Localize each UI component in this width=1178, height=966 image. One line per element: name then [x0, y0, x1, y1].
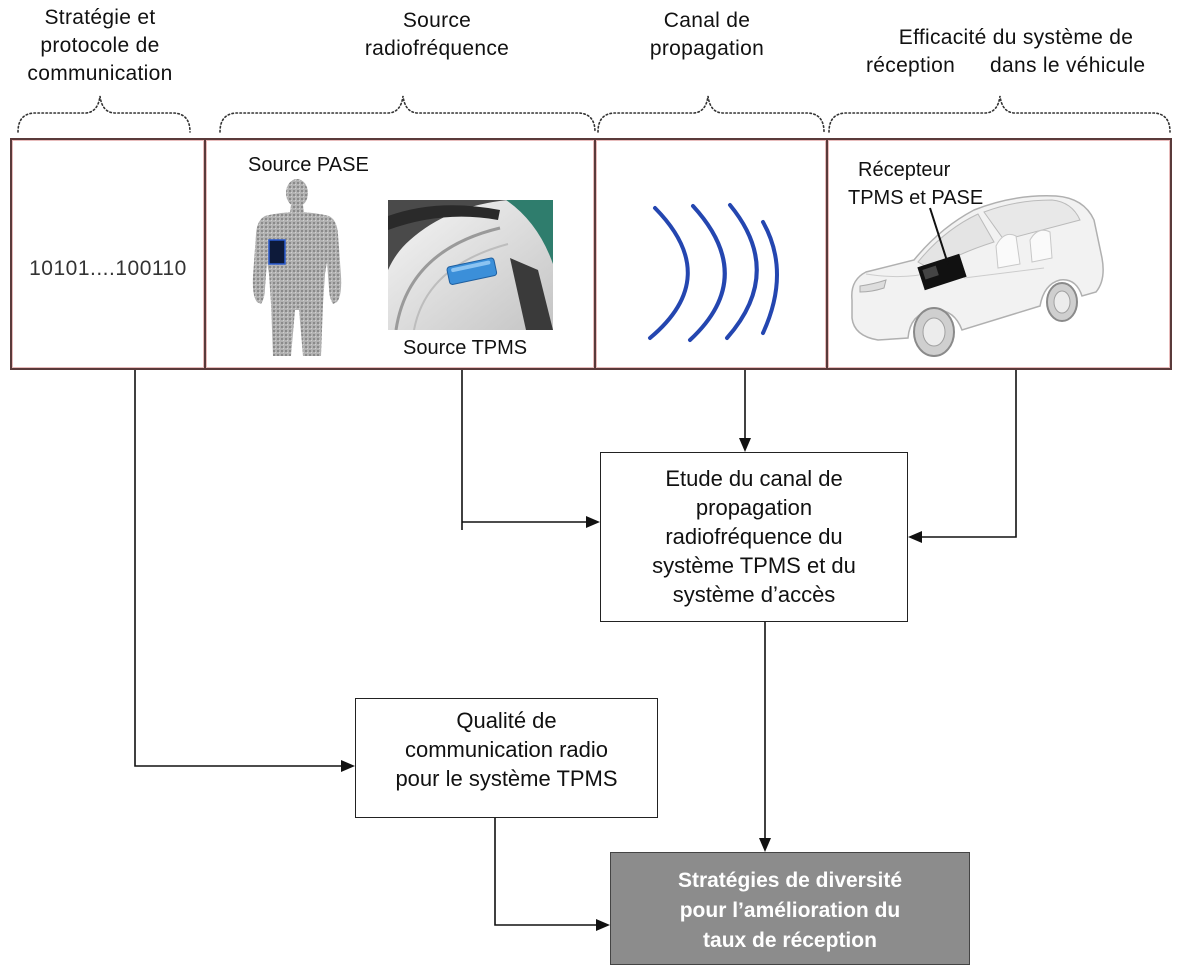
receiver-device-icon	[917, 253, 967, 291]
box-diversity-strategies: Stratégies de diversité pour l’améliorat…	[610, 852, 970, 965]
wave-arc	[725, 203, 759, 340]
header-strategy-line: protocole de	[40, 34, 160, 57]
box-line: système d’accès	[672, 582, 836, 607]
panel-rf-source: Source PASE	[204, 138, 596, 370]
arrowhead-study-left	[586, 516, 600, 528]
header-channel: Canal de propagation	[557, 7, 857, 63]
source-pase-label: Source PASE	[248, 154, 369, 176]
box-line: communication radio	[405, 737, 608, 762]
header-efficiency-line2a: réception	[866, 54, 956, 77]
brace-efficiency	[828, 95, 1171, 133]
box-channel-study: Etude du canal de propagation radiofréqu…	[600, 452, 908, 622]
radio-waves-icon	[648, 203, 779, 342]
header-source-line: Source	[402, 9, 472, 32]
box-radio-quality: Qualité de communication radio pour le s…	[355, 698, 658, 818]
panel-channel	[594, 138, 828, 370]
box-line: Qualité de	[456, 708, 557, 733]
header-efficiency-line2b: dans le véhicule	[990, 54, 1146, 77]
receiver-label-line1: Récepteur	[858, 159, 951, 181]
box-line: Etude du canal de	[665, 466, 843, 491]
header-strategy-line: communication	[27, 62, 173, 85]
header-efficiency-line1: Efficacité du système de	[866, 24, 1166, 52]
box-line: pour l’amélioration du	[679, 899, 901, 922]
panel-protocol: 10101....100110	[10, 138, 206, 370]
box-line: propagation	[695, 495, 813, 520]
header-strategy-line: Stratégie et	[44, 6, 156, 29]
header-channel-line: Canal de	[663, 9, 751, 32]
arrowhead-quality	[341, 760, 355, 772]
arrowhead-study-right	[908, 531, 922, 543]
box-line: radiofréquence du	[665, 524, 843, 549]
box-line: taux de réception	[703, 929, 877, 952]
car-receiver-icon	[851, 195, 1104, 357]
binary-sequence: 10101....100110	[29, 257, 187, 280]
wave-arc	[648, 206, 690, 340]
box-line: pour le système TPMS	[395, 766, 618, 791]
receiver-label-line2: TPMS et PASE	[848, 187, 984, 209]
arrowhead-diversity-left	[596, 919, 610, 931]
receiver-pointer-line	[929, 207, 949, 265]
arrowhead-study-top	[739, 438, 751, 452]
brace-source	[219, 95, 596, 133]
connector-reception-to-study	[920, 370, 1017, 538]
header-strategy: Stratégie et protocole de communication	[0, 4, 200, 88]
pase-key-icon	[268, 239, 286, 265]
connector-protocol-to-quality	[134, 370, 343, 767]
header-source-line: radiofréquence	[364, 37, 510, 60]
box-line: Stratégies de diversité	[677, 869, 903, 892]
header-efficiency-text: Efficacité du système de	[898, 26, 1134, 49]
brace-strategy	[17, 95, 191, 133]
source-tpms-label: Source TPMS	[403, 337, 528, 359]
wave-arc	[688, 204, 727, 342]
brace-channel	[597, 95, 825, 133]
panel-reception: Récepteur TPMS et PASE	[826, 138, 1172, 370]
tire-sensor-icon	[388, 200, 553, 330]
header-source: Source radiofréquence	[287, 7, 587, 63]
box-line: système TPMS et du	[652, 553, 856, 578]
connector-quality-to-diversity	[494, 818, 598, 926]
wave-arc	[761, 220, 779, 335]
arrowhead-diversity-top	[759, 838, 771, 852]
header-channel-line: propagation	[649, 37, 765, 60]
person-figure-icon	[252, 179, 342, 356]
